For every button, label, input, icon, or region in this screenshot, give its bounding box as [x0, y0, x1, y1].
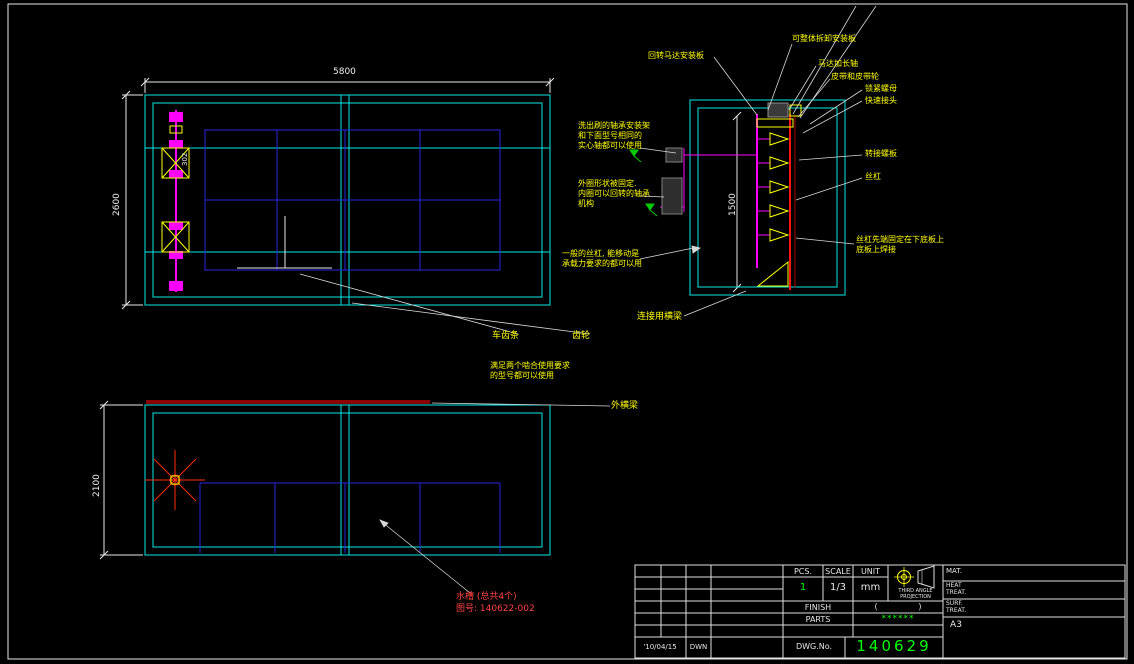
title-unit-label: UNIT	[860, 567, 881, 576]
annotation-line: 底板上焊接	[856, 245, 896, 254]
title-scale-value: 1/3	[829, 582, 847, 593]
side-view-lead-screw	[789, 114, 796, 290]
title-mat-label: MAT.	[946, 567, 962, 575]
annotation-adapter-plate: 转接螺板	[865, 149, 897, 158]
annotation-line: 满足两个啮合使用要求	[490, 361, 570, 370]
title-surf-label-1: SURF.	[946, 600, 963, 607]
title-projection-caption-2: PROJECTION	[900, 594, 931, 600]
title-unit-value: mm	[860, 582, 881, 593]
annotation-line: 丝杠先端固定在下底板上	[856, 235, 944, 244]
annotation-screw-general-note: 一般的丝杠, 能移动是 承载力要求的都可以用	[562, 249, 642, 269]
annotation-quick-coupling: 快速接头	[865, 96, 897, 105]
plan-view-center-mark	[237, 216, 332, 269]
annotation-rack: 车齿条	[492, 331, 520, 341]
annotation-lead-screw: 丝杠	[865, 172, 881, 181]
annotation-line: 内圈可以回转的轴承	[578, 189, 650, 198]
agitator-icon	[145, 450, 205, 510]
title-parts-value: ******	[881, 614, 915, 624]
title-finish-value: ( )	[874, 602, 922, 611]
title-scale-label: SCALE	[825, 567, 851, 576]
dim-front-height: 2100	[92, 474, 102, 497]
side-view-motor	[661, 102, 802, 215]
sheet-border	[7, 3, 1128, 660]
title-heat-label-1: HEAT	[946, 582, 962, 589]
annotation-line: 承载力要求的都可以用	[562, 259, 642, 268]
side-view-frame	[689, 99, 846, 296]
leader-lines	[299, 5, 877, 594]
annotation-line: 一般的丝杠, 能移动是	[562, 249, 640, 258]
annotation-detachable-plate: 可整体拆卸安装板	[792, 34, 856, 43]
dim-detail-width: 302	[181, 152, 189, 166]
title-pcs-value: 1	[799, 582, 807, 593]
title-finish-label: FINISH	[804, 603, 832, 612]
plan-view-panels	[204, 129, 501, 271]
annotation-tank-label: 水槽 (总共4个)	[456, 592, 517, 602]
weld-symbol-icon	[629, 149, 658, 217]
title-surf-label-2: TREAT.	[946, 607, 967, 614]
title-heat-label-2: TREAT.	[946, 589, 967, 596]
title-dwg-value: 140629	[856, 637, 932, 655]
title-parts-label: PARTS	[805, 615, 831, 624]
annotation-connecting-beam: 连接用横梁	[637, 312, 683, 322]
annotation-line: 机构	[578, 199, 594, 208]
title-dwg-label: DWG.No.	[795, 642, 833, 651]
dim-side-height: 1500	[728, 193, 738, 216]
title-date: '10/04/15	[643, 643, 677, 651]
dim-plan-height: 2600	[112, 193, 122, 216]
front-view-tanks	[199, 482, 501, 553]
title-pcs-label: PCS.	[793, 567, 813, 576]
annotation-tank-number: 图号: 140622-002	[456, 604, 535, 614]
plan-view-spindle-assembly	[161, 110, 190, 292]
title-projection-caption-1: THIRD ANGLE	[898, 588, 933, 594]
annotation-screw-note: 丝杠先端固定在下底板上 底板上焊接	[856, 235, 944, 255]
dimension-lines	[99, 77, 742, 560]
annotation-ring-note: 外圈形状被固定. 内圈可以回转的轴承 机构	[578, 179, 650, 209]
annotation-belt-and-pulley: 皮带和皮带轮	[831, 72, 879, 81]
annotation-motor-extension-shaft: 马达加长轴	[818, 59, 858, 68]
annotation-mesh-note: 满足两个啮合使用要求 的型号都可以使用	[490, 361, 570, 381]
title-drawn-by: DWN	[689, 643, 708, 651]
annotation-line: 洗出刷的轴承安装架	[578, 121, 650, 130]
annotation-outer-beam: 外横梁	[611, 401, 639, 411]
dim-plan-width: 5800	[333, 67, 356, 77]
annotation-rotary-motor-plate: 回转马达安装板	[648, 51, 704, 60]
annotation-line: 的型号都可以使用	[490, 371, 554, 380]
annotation-gear: 齿轮	[572, 331, 591, 341]
annotation-line: 实心轴都可以使用	[578, 141, 642, 150]
front-view-frame	[144, 404, 551, 556]
third-angle-projection-icon	[894, 565, 935, 589]
side-view-brackets	[756, 118, 794, 287]
title-block-grid	[634, 564, 1126, 659]
annotation-bearing-note: 洗出刷的轴承安装架 和下面型号相同的 实心轴都可以使用	[578, 121, 650, 151]
annotation-lock-nut: 锁紧螺母	[865, 84, 897, 93]
annotation-line: 和下面型号相同的	[578, 131, 642, 140]
annotation-line: 外圈形状被固定.	[578, 179, 637, 188]
title-sheet-size: A3	[950, 620, 962, 630]
